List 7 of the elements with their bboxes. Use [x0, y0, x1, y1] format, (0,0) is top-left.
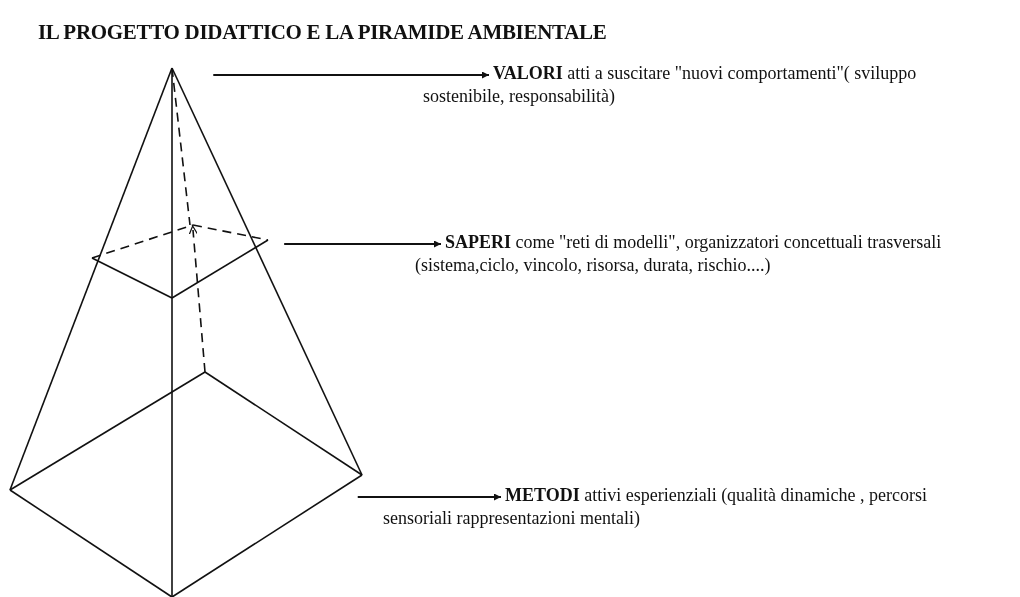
arrow [356, 493, 502, 501]
title: IL PROGETTO DIDATTICO E LA PIRAMIDE AMBIENTALE [38, 20, 607, 45]
annotation-text: VALORI atti a suscitare "nuovi comportamenti"( sviluppo sostenibile, responsabilità) [423, 62, 983, 110]
annotation-text: SAPERI come "reti di modelli", organizzatori concettuali trasversali (sistema,ciclo, vincolo, risorsa, durata, rischio....) [415, 231, 1000, 303]
arrow [212, 71, 490, 79]
annotation-text: METODI attivi esperienziali (qualità dinamiche , percorsi sensoriali rappresentazioni mentali) [383, 484, 988, 532]
arrow [283, 240, 442, 248]
